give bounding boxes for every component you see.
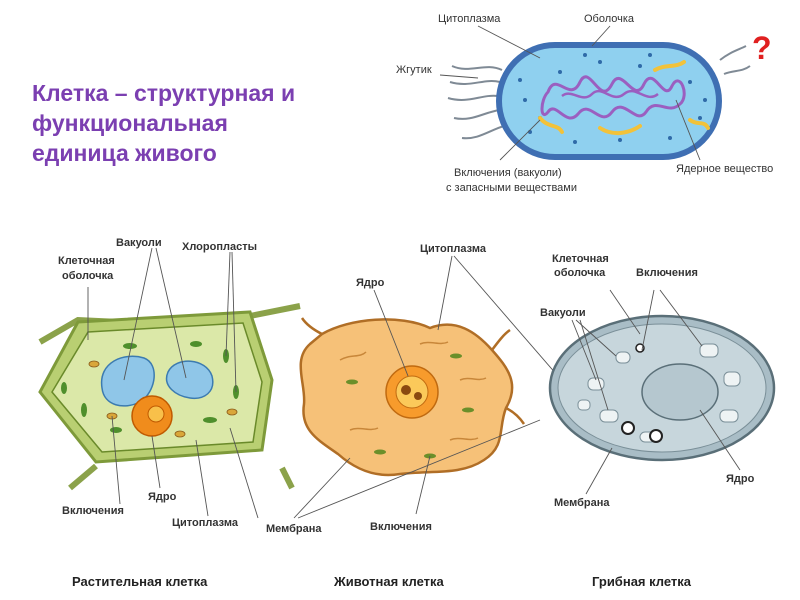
plant-wall-label-1: Клеточная xyxy=(58,255,115,267)
bacterium-inclusions-label-1: Включения (вакуоли) xyxy=(454,167,562,179)
animal-nucleus-label: Ядро xyxy=(356,277,385,289)
plant-cytoplasm-label: Цитоплазма xyxy=(172,517,239,529)
fungal-caption: Грибная клетка xyxy=(592,574,692,589)
fungal-nucleus xyxy=(642,364,718,420)
fungal-inclusions-label: Включения xyxy=(636,267,698,279)
animal-cytoplasm-label: Цитоплазма xyxy=(420,243,487,255)
fungal-nucleus-label: Ядро xyxy=(726,473,755,485)
animal-caption: Животная клетка xyxy=(333,574,445,589)
animal-inclusions-label: Включения xyxy=(370,521,432,533)
bacterium-cytoplasm-label: Цитоплазма xyxy=(438,13,501,25)
fungal-vacuoles-label: Вакуоли xyxy=(540,307,586,319)
bacterium-envelope-label: Оболочка xyxy=(584,13,635,25)
animal-membrane-label: Мембрана xyxy=(266,523,322,535)
plant-vacuoles-label: Вакуоли xyxy=(116,237,162,249)
fungal-wall-label-2: оболочка xyxy=(554,267,606,279)
bacterium-flagellum-label: Жгутик xyxy=(396,64,432,76)
bacterium-inclusions-label-2: с запасными веществами xyxy=(446,182,577,194)
fungal-membrane-label: Мембрана xyxy=(554,497,610,509)
fungal-cell: Клеточная оболочка Включения Вакуоли Ядр… xyxy=(540,253,774,589)
bacterium-nuclear-label: Ядерное вещество xyxy=(676,163,773,175)
plant-inclusions-label: Включения xyxy=(62,505,124,517)
bacterium-cell: Цитоплазма Оболочка Жгутик Включения (ва… xyxy=(396,13,773,194)
plant-nucleus-label: Ядро xyxy=(148,491,177,503)
plant-cell: Клеточная оболочка Вакуоли Хлоропласты В… xyxy=(40,237,300,589)
animal-cell: Ядро Цитоплазма Мембрана Включения Живот… xyxy=(266,243,570,589)
plant-wall-label-2: оболочка xyxy=(62,270,114,282)
plant-caption: Растительная клетка xyxy=(72,574,208,589)
plant-chloroplasts-label: Хлоропласты xyxy=(182,241,257,253)
fungal-wall-label-1: Клеточная xyxy=(552,253,609,265)
